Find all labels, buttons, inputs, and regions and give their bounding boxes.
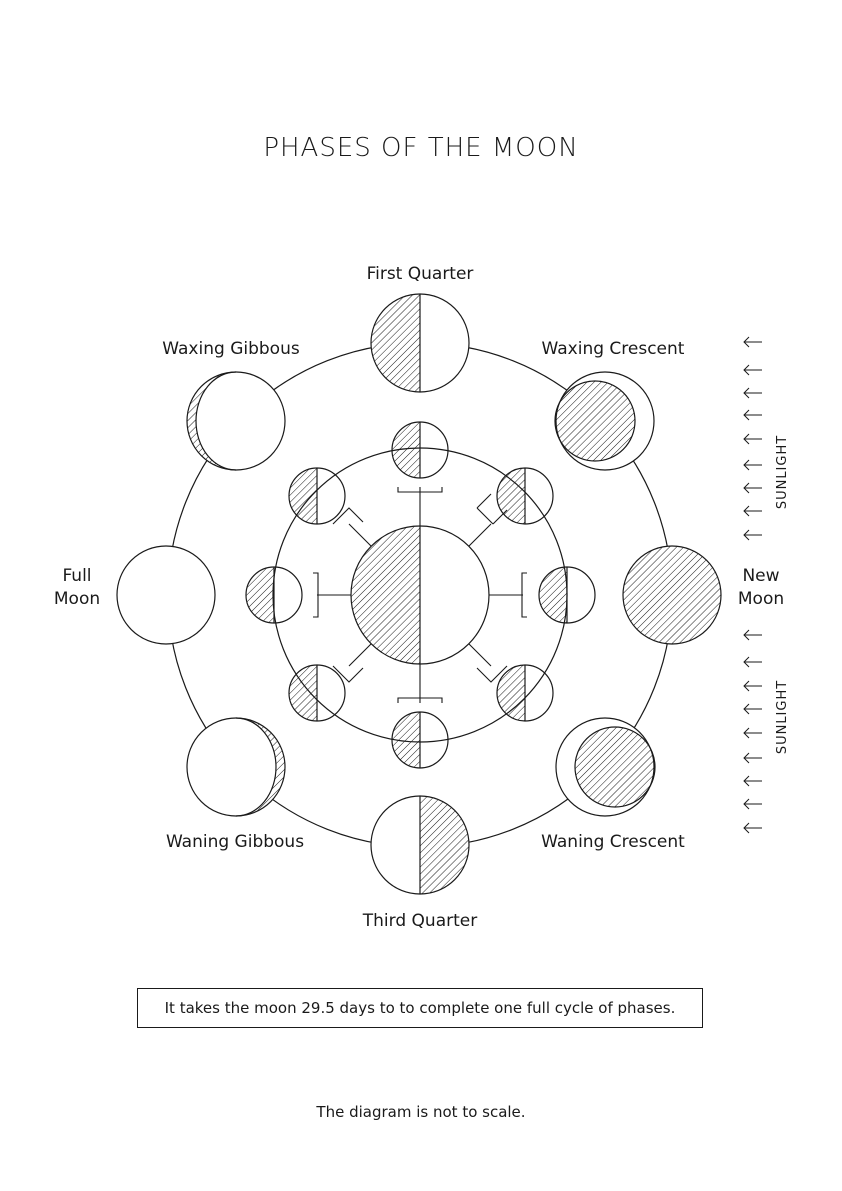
label-full-moon-line1: Full [62,566,91,586]
view-brackets [313,487,527,703]
label-waxing-gibbous: Waxing Gibbous [162,339,300,359]
label-full-moon-line2: Moon [54,589,100,609]
cycle-note-text: It takes the moon 29.5 days to to comple… [164,999,676,1017]
inner-moon-right [538,566,596,624]
inner-moons [245,421,596,769]
moon-waning-gibbous [186,717,286,817]
cycle-note-box: It takes the moon 29.5 days to to comple… [137,988,703,1028]
moon-waning-crescent [555,717,656,817]
moon-waxing-gibbous [186,371,286,471]
moon-first-quarter [370,293,470,393]
moon-new [622,545,722,645]
label-waning-gibbous: Waning Gibbous [166,832,304,852]
page-title: PHASES OF THE MOON [263,133,579,163]
label-third-quarter: Third Quarter [362,911,477,931]
label-waxing-crescent: Waxing Crescent [542,339,685,359]
moon-third-quarter [370,795,470,895]
sunlight-arrows-upper [743,336,762,541]
moon-full [116,545,216,645]
label-waning-crescent: Waning Crescent [541,832,685,852]
scale-footnote: The diagram is not to scale. [316,1103,526,1121]
label-first-quarter: First Quarter [367,264,474,284]
sunlight-arrows-lower [743,629,762,834]
inner-moon-bottomright [496,664,554,722]
inner-moon-bottom [391,711,449,769]
sunlight-label-upper: SUNLIGHT [775,435,790,509]
inner-moon-topleft [288,467,346,525]
inner-moon-top [391,421,449,479]
inner-moon-left [245,566,303,624]
earth [350,525,490,665]
moon-waxing-crescent [554,371,655,471]
label-new-moon-line1: New [742,566,779,586]
inner-moon-bottomleft [288,664,346,722]
inner-moon-topright [496,467,554,525]
sunlight-label-lower: SUNLIGHT [775,680,790,754]
label-new-moon-line2: Moon [738,589,784,609]
